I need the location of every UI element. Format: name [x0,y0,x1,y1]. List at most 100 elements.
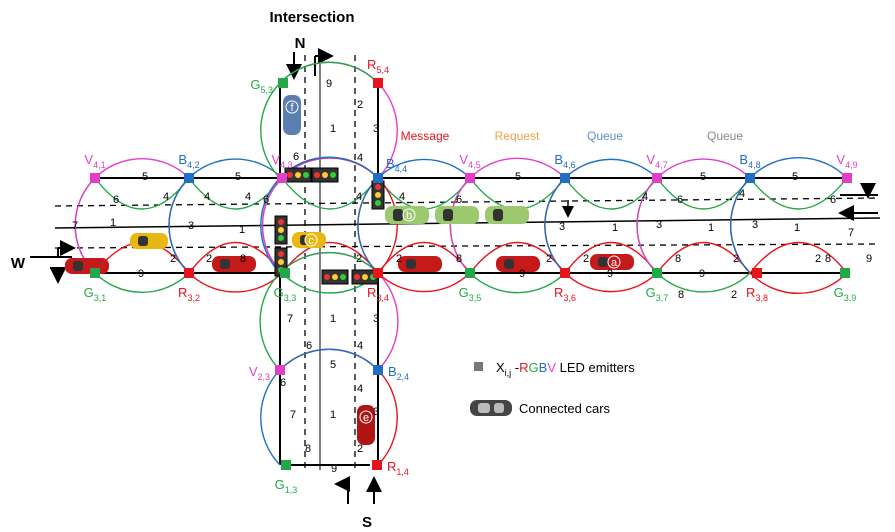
cell-number: 2 [396,253,402,265]
cell-number: 4 [163,191,169,203]
cell-number: 2 [357,443,363,455]
north-label: N [295,35,306,52]
cell-number: 2 [170,253,176,265]
cell-number: 1 [110,217,116,229]
emitter-label: G3,3 [274,285,297,303]
emitter-label: B4,6 [554,152,575,170]
traffic-light [351,269,379,285]
car-legend-text: Connected cars [519,401,611,416]
emitter-label: R3,6 [554,285,576,303]
cell-number: 5 [515,171,521,183]
traffic-light [284,167,312,183]
traffic-light [311,167,339,183]
cell-number: 1 [612,222,618,234]
cell-number: 4 [356,191,362,203]
emitter-label: V4,3 [271,152,292,170]
cell-number: 4 [357,152,363,164]
cell-number: 4 [642,191,648,203]
cell-number: 3 [559,221,565,233]
car [65,258,109,274]
cell-number: 6 [456,194,462,206]
emitter-label: V4,1 [84,152,105,170]
cell-number: 6 [306,340,312,352]
cell-number: 5 [792,171,798,183]
cell-number: 4 [739,188,745,200]
cell-number: 6 [280,377,286,389]
cell-number: 5 [142,171,148,183]
emitter-legend-swatch [474,362,483,371]
emitter-label: G3,7 [646,285,669,303]
cell-number: 8 [675,253,681,265]
cell-number: 1 [330,123,336,135]
car [435,206,479,224]
cell-number: 9 [138,268,144,280]
cell-number: 9 [519,268,525,280]
svg-text:e: e [363,412,369,424]
message-annotation: Message [401,129,450,143]
cell-number: 9 [326,78,332,90]
cell-number: 3 [188,220,194,232]
cell-number: 5 [330,359,336,371]
emitter-label: B4,2 [178,152,199,170]
cell-number: 8 [456,253,462,265]
traffic-light [274,215,288,245]
car: e [357,405,375,445]
cell-number: 6 [263,194,269,206]
cell-number: 6 [677,194,683,206]
emitter-label: B4,4 [386,156,407,174]
emitter-label: R1,4 [387,459,409,477]
cell-number: 2 [733,253,739,265]
cell-number: 3 [373,123,379,135]
cell-number: 8 [678,289,684,301]
cell-number: 1 [708,222,714,234]
cars: a b c f e [65,95,634,445]
emitter-label: G3,5 [459,285,482,303]
request-annotation: Request [495,129,540,143]
diagram-title: Intersection [269,9,354,26]
west-label: W [11,255,26,272]
cell-number: 1 [330,409,336,421]
car: b [385,206,429,224]
emitter-label: R3,2 [178,285,200,303]
car: a [590,254,634,270]
emitter-g53: G5,3 [250,77,288,95]
cell-number: 8 [240,253,246,265]
emitter-label: R5,4 [367,57,389,75]
emitter-label: G3,1 [84,285,107,303]
svg-text:b: b [406,210,412,222]
cell-number: 6 [293,151,299,163]
car-legend-icon [470,400,512,416]
cell-number: 3 [373,313,379,325]
queue-annotation-2: Queue [707,129,743,143]
cell-number: 5 [235,171,241,183]
emitter-label: V4,9 [836,152,857,170]
cell-number: 2 [546,253,552,265]
car [485,206,529,224]
cell-number: 9 [331,463,337,475]
emitter-label: B4,8 [739,152,760,170]
emitter-label: B2,4 [388,364,409,382]
car: f [283,95,301,135]
traffic-light [371,180,385,210]
svg-text:c: c [308,235,314,247]
traffic-direction-arrows [30,48,878,504]
cell-number: 1 [794,222,800,234]
cell-number: 3 [373,406,379,418]
cell-number: 9 [607,268,613,280]
cell-number: 5 [700,171,706,183]
cell-number: 6 [113,194,119,206]
emitter-label: V4,5 [459,152,480,170]
emitter-r14: R1,4 [372,459,409,477]
cell-number: 4 [357,383,363,395]
cell-number: 2 [583,253,589,265]
cell-number: 4 [245,191,251,203]
cell-number: 4 [357,340,363,352]
cell-number: 2 [206,253,212,265]
cell-number: 4 [399,191,405,203]
emitter-label: G3,9 [834,285,857,303]
cell-number: 7 [290,409,296,421]
traffic-lights [274,167,385,285]
cell-number: 9 [866,253,872,265]
